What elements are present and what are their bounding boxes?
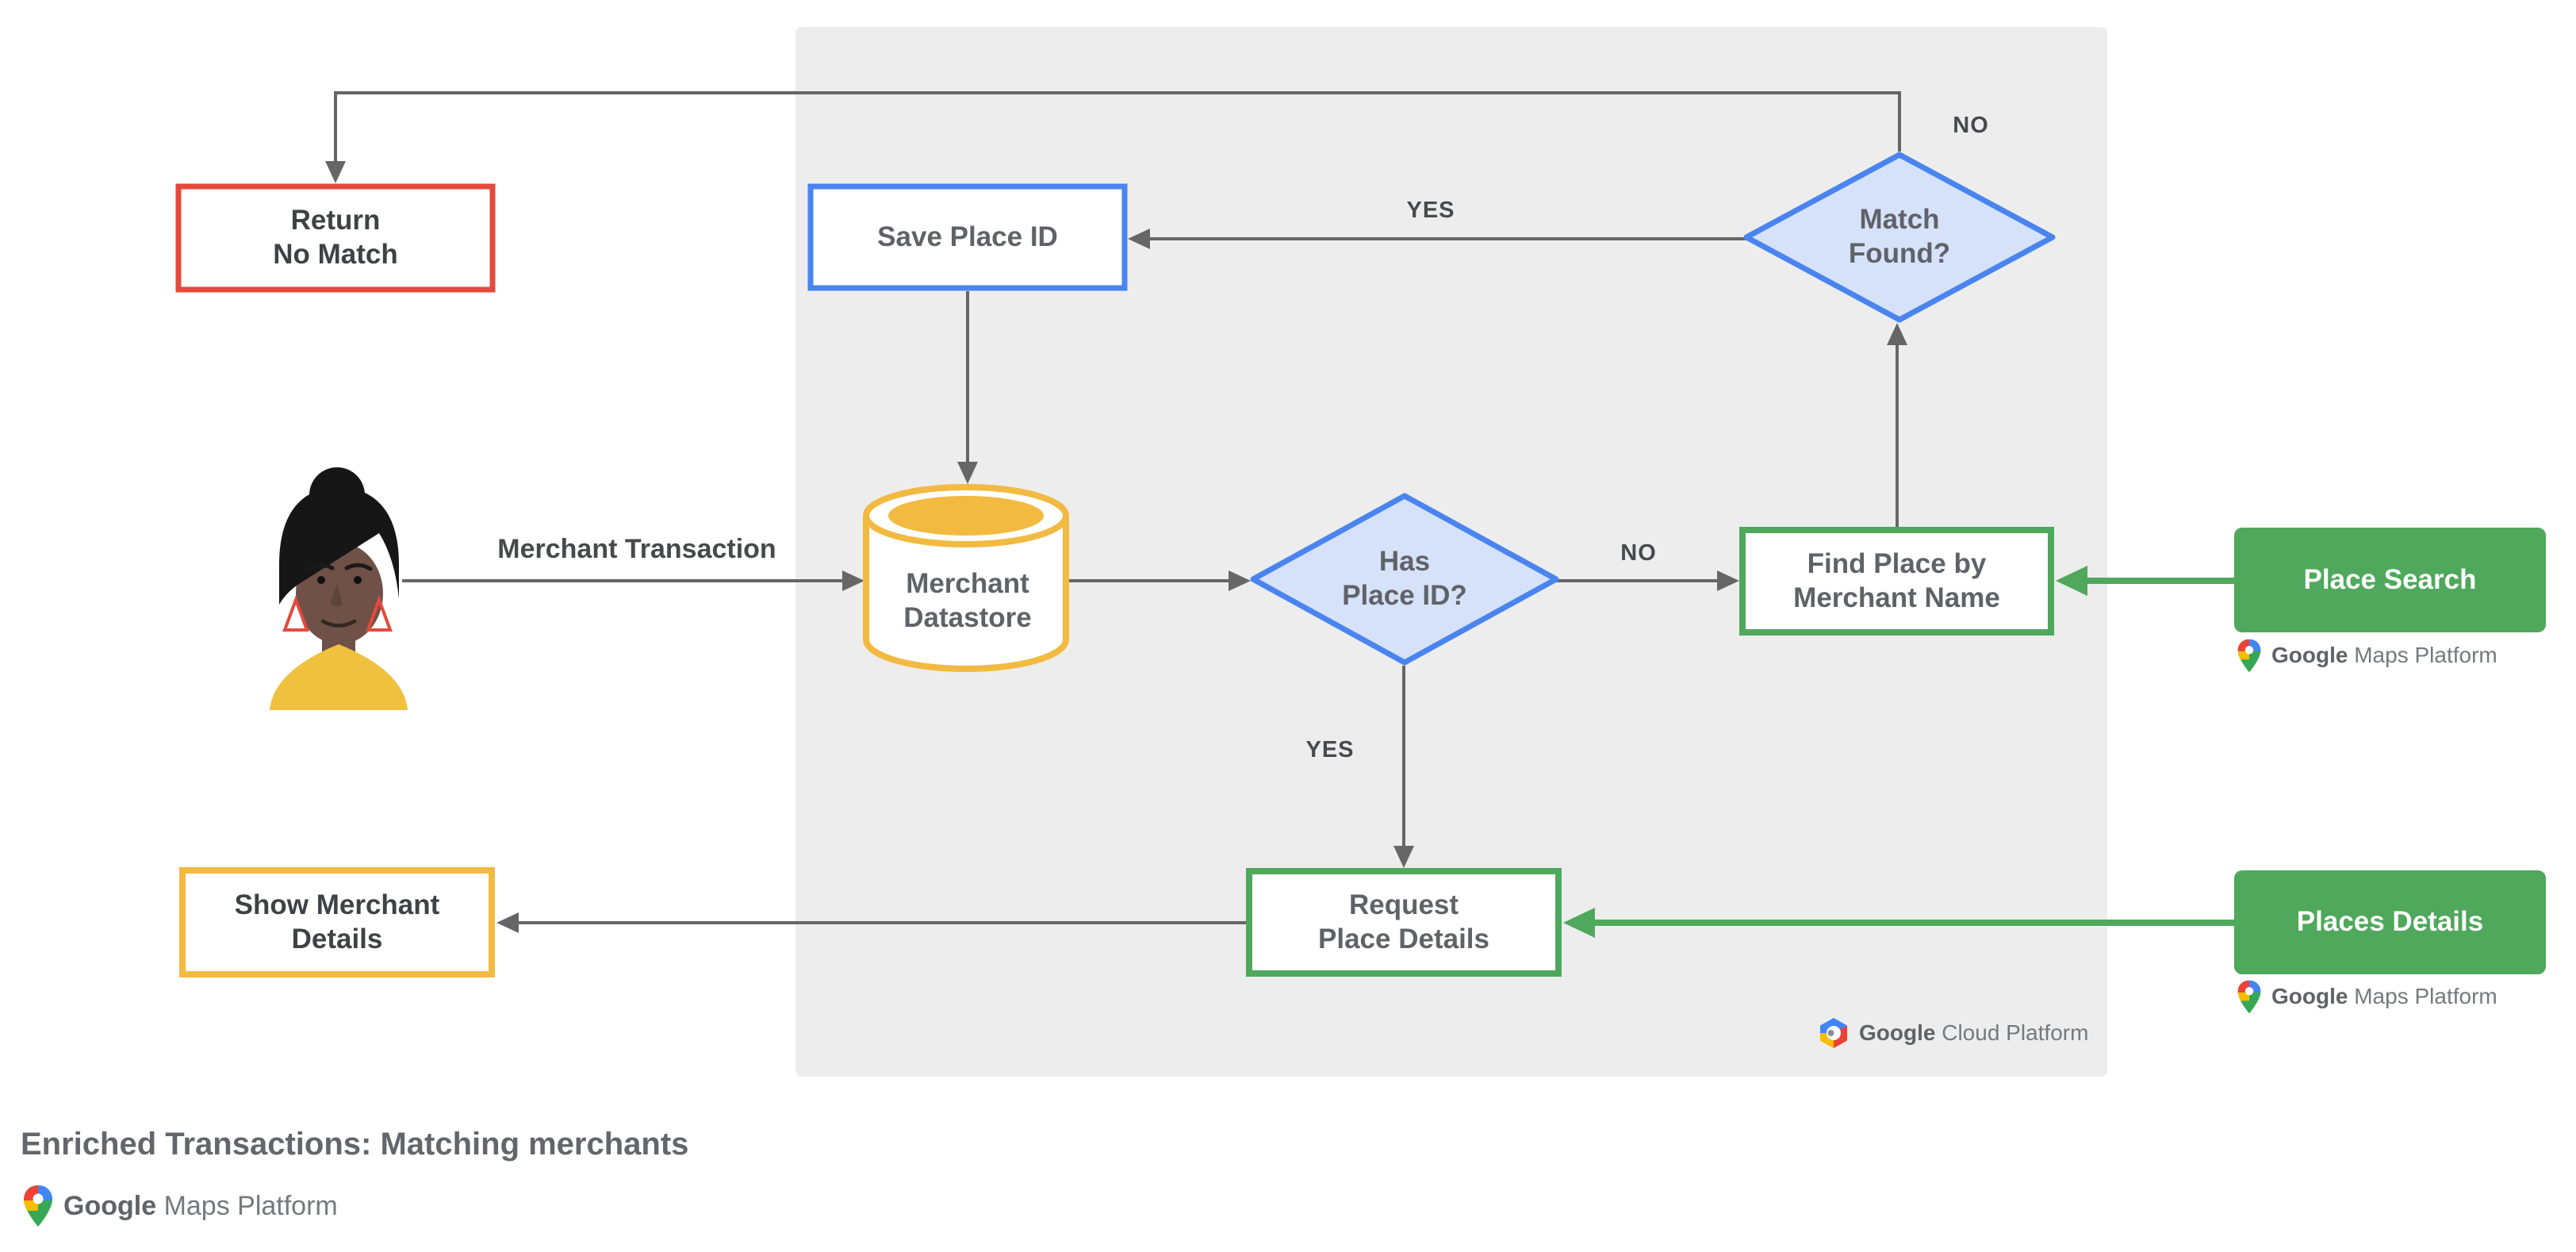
- maps-pin-icon: [24, 1185, 52, 1227]
- logo-google-word: Google: [63, 1190, 157, 1221]
- show-merchant-details-box: [179, 867, 495, 977]
- maps-pin-icon: [2237, 980, 2261, 1013]
- find-place-box: [1739, 527, 2054, 636]
- maps-platform-logo-footer: Google Maps Platform: [22, 1182, 338, 1230]
- logo-product-word: Cloud Platform: [1942, 1020, 2089, 1045]
- logo-google-word: Google: [1859, 1020, 1936, 1045]
- earring-right: [366, 595, 393, 632]
- place-search-label: Place Search: [2303, 563, 2477, 595]
- match-found-label: Match Found?: [1848, 204, 1951, 269]
- arrow-places-details-to-request: [1563, 908, 2234, 938]
- edge-label-yes-has-place-id: YES: [1305, 736, 1355, 762]
- logo-google-word: Google: [2271, 984, 2348, 1008]
- edge-label-no-match-found: NO: [1953, 112, 1989, 138]
- edge-label-no-has-place-id: NO: [1620, 540, 1657, 566]
- return-no-match-box: [175, 183, 496, 293]
- maps-platform-logo-places-details: Google Maps Platform: [2237, 978, 2497, 1015]
- arrow-place-search-to-find-place: [2056, 566, 2234, 596]
- logo-product-word: Maps Platform: [2354, 643, 2497, 667]
- maps-platform-logo-place-search: Google Maps Platform: [2237, 637, 2497, 674]
- arrow-request-to-show-merchant: [496, 912, 1246, 933]
- places-details-api-box: [2234, 870, 2546, 974]
- request-place-details-box: [1246, 868, 1562, 977]
- save-place-id-label: Save Place ID: [877, 221, 1058, 252]
- places-details-label: Places Details: [2296, 906, 2484, 938]
- cloud-platform-logo: Google Cloud Platform: [1818, 1016, 2088, 1050]
- show-merchant-details-label: Show Merchant Details: [234, 889, 440, 954]
- maps-pin-icon: [2237, 639, 2261, 672]
- logo-google-word: Google: [2271, 643, 2348, 667]
- has-place-id-diamond: [1250, 493, 1559, 666]
- earring-left: [282, 595, 309, 632]
- logo-product-word: Maps Platform: [2354, 984, 2497, 1008]
- match-found-diamond: [1743, 152, 2056, 323]
- logo-product-word: Maps Platform: [163, 1190, 338, 1221]
- arrow-match-found-no-to-return: [325, 91, 1901, 183]
- cloud-hexagon-icon: [1820, 1018, 1847, 1048]
- arrow-save-place-id-to-datastore: [957, 291, 978, 484]
- arrow-datastore-to-has-place-id: [1069, 570, 1251, 591]
- return-no-match-label: Return No Match: [273, 205, 398, 270]
- arrow-has-place-id-yes-to-request: [1393, 666, 1414, 868]
- find-place-label: Find Place by Merchant Name: [1793, 547, 2000, 613]
- arrow-has-place-id-no-to-find-place: [1556, 570, 1739, 591]
- edge-label-yes-match-found: YES: [1406, 197, 1455, 223]
- has-place-id-label: Has Place ID?: [1342, 546, 1467, 611]
- arrow-merchant-transaction: [402, 570, 864, 591]
- place-search-api-box: [2234, 528, 2546, 632]
- merchant-datastore-label: Merchant Datastore: [903, 568, 1032, 633]
- customer-avatar: [270, 467, 408, 710]
- merchant-datastore-cylinder: [863, 484, 1069, 672]
- request-place-details-label: Request Place Details: [1318, 889, 1489, 954]
- diagram-title: Enriched Transactions: Matching merchant…: [21, 1127, 689, 1162]
- arrow-find-place-to-match-found: [1887, 323, 1907, 527]
- arrow-match-found-yes-to-save-place-id: [1128, 229, 1746, 249]
- merchant-transaction-label: Merchant Transaction: [497, 533, 776, 564]
- save-place-id-box: [807, 183, 1128, 291]
